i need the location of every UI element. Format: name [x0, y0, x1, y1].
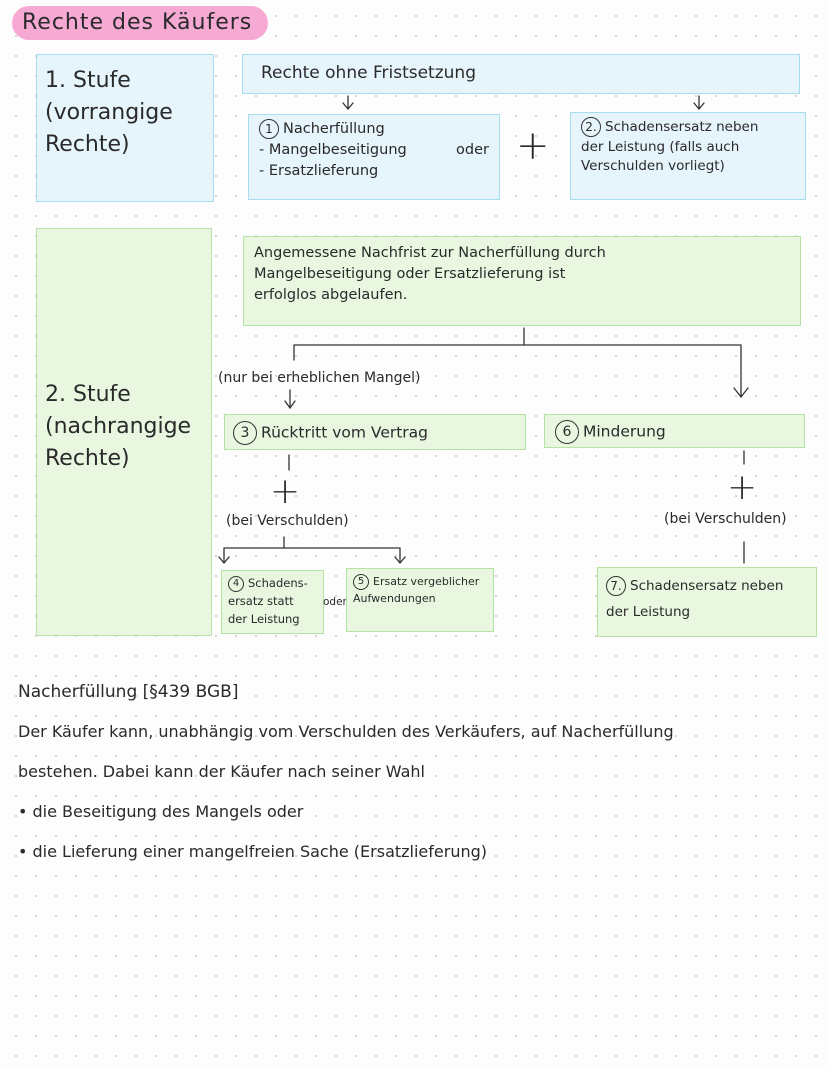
box7-line1: Schadensersatz neben — [630, 578, 784, 594]
notes-line1: Der Käufer kann, unabhängig vom Verschul… — [18, 722, 674, 741]
title-highlight — [12, 6, 268, 40]
connector-split — [293, 327, 749, 399]
stage1-label-line3: Rechte) — [45, 131, 130, 157]
box2-line1: Schadensersatz neben — [605, 119, 759, 135]
box-schadensersatz-neben-2: 7.Schadensersatz neben der Leistung — [597, 567, 817, 637]
number-circle-2: 2. — [581, 117, 601, 137]
condition-line2: Mangelbeseitigung oder Ersatzlieferung i… — [254, 266, 566, 283]
arrow-to-ruecktritt — [284, 389, 296, 410]
box-ersatz-aufwendungen: 5 Ersatz vergeblicher Aufwendungen — [346, 568, 494, 632]
box-schadensersatz-neben: 2.Schadensersatz neben der Leistung (fal… — [570, 112, 806, 200]
condition-box: Angemessene Nachfrist zur Nacherfüllung … — [243, 236, 801, 326]
condition-line3: erfolglos abgelaufen. — [254, 287, 408, 304]
notes-section: Nacherfüllung [§439 BGB] Der Käufer kann… — [18, 672, 818, 872]
number-circle-6: 6 — [555, 420, 579, 444]
plus-sign-left: + — [270, 471, 301, 512]
number-circle-3: 3 — [233, 421, 257, 445]
label-verschulden-right: (bei Verschulden) — [664, 511, 787, 527]
header-box: Rechte ohne Fristsetzung — [242, 54, 800, 94]
stage1-label-line2: (vorrangige — [45, 99, 173, 125]
page-title: Rechte des Käufers — [22, 10, 253, 35]
box1-or: oder — [456, 142, 489, 159]
arrow-to-box1 — [342, 95, 354, 111]
box6-text: Minderung — [583, 422, 666, 441]
notes-line3: • die Beseitigung des Mangels oder — [18, 802, 304, 821]
box2-line2: der Leistung (falls auch — [581, 138, 740, 155]
stage2-label-line1: 2. Stufe — [45, 382, 131, 407]
label-oder: oder — [323, 596, 347, 608]
box5-line2: Aufwendungen — [353, 592, 436, 606]
box5-line1: Ersatz vergeblicher — [373, 575, 480, 588]
box4-line3: der Leistung — [228, 611, 300, 626]
box1-title: Nacherfüllung — [283, 121, 385, 137]
notes-heading: Nacherfüllung [§439 BGB] — [18, 682, 239, 702]
number-circle-7: 7. — [606, 576, 626, 596]
plus-sign-top: + — [516, 123, 550, 169]
box-schadensersatz-statt: 4 Schadens- ersatz statt der Leistung — [221, 570, 324, 634]
number-circle-4: 4 — [228, 575, 244, 592]
number-circle-1: 1 — [259, 119, 279, 139]
label-verschulden-left: (bei Verschulden) — [226, 513, 349, 529]
stage2-label-line3: Rechte) — [45, 445, 130, 471]
plus-sign-right: + — [727, 467, 758, 508]
header-box-text: Rechte ohne Fristsetzung — [261, 63, 476, 83]
arrow-to-box2 — [693, 95, 705, 111]
stage2-label-line2: (nachrangige — [45, 413, 192, 439]
box4-line2: ersatz statt — [228, 593, 294, 608]
box7-line2: der Leistung — [606, 603, 691, 620]
notes-line4: • die Lieferung einer mangelfreien Sache… — [18, 842, 488, 861]
number-circle-5: 5 — [353, 574, 369, 590]
stage1-label-line1: 1. Stufe — [45, 68, 131, 93]
box1-item1: - Mangelbeseitigung — [259, 142, 407, 159]
stage2-box: 2. Stufe (nachrangige Rechte) — [36, 228, 212, 636]
condition-line1: Angemessene Nachfrist zur Nacherfüllung … — [254, 245, 606, 261]
label-erheblicher-mangel: (nur bei erheblichen Mangel) — [218, 370, 421, 386]
box1-item2: - Ersatzlieferung — [259, 163, 379, 180]
stage1-box: 1. Stufe (vorrangige Rechte) — [36, 54, 214, 202]
notes-line2: bestehen. Dabei kann der Käufer nach sei… — [18, 762, 425, 781]
connector-split-lower — [218, 536, 406, 565]
box4-line1: Schadens- — [248, 576, 308, 590]
box2-line3: Verschulden vorliegt) — [581, 158, 725, 175]
box3-text: Rücktritt vom Vertrag — [261, 423, 429, 442]
